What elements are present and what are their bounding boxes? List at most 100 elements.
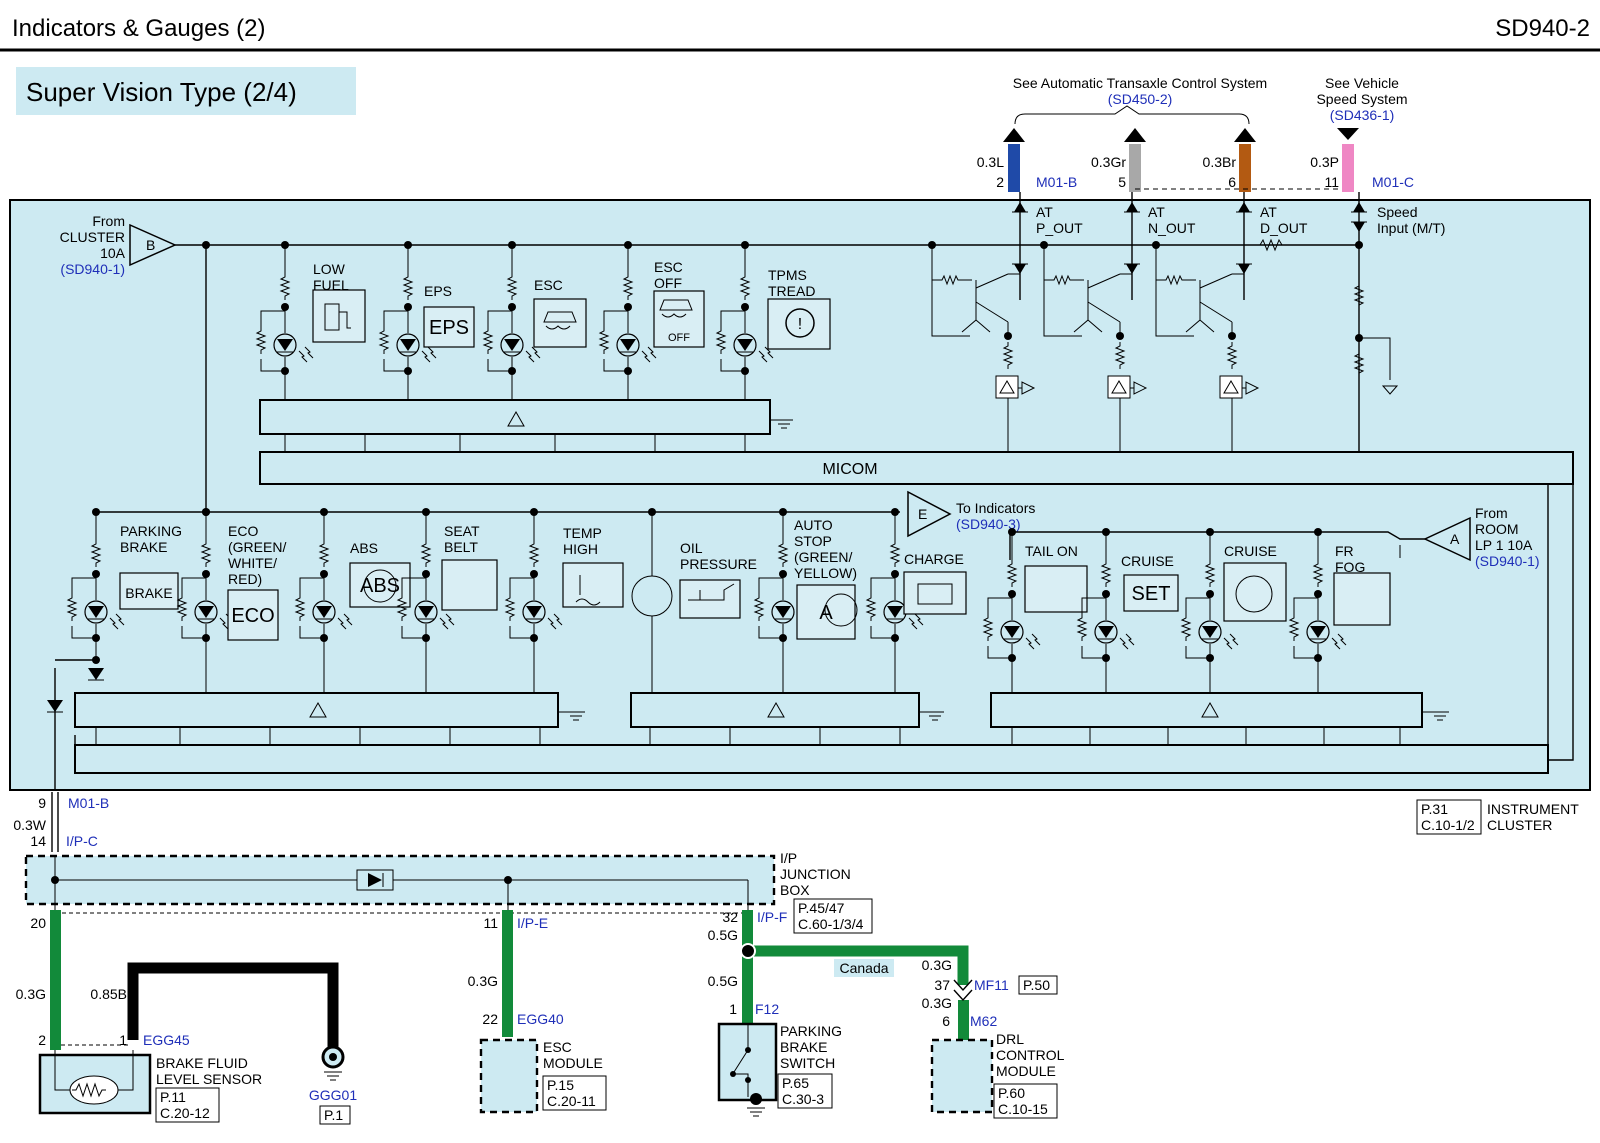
at-label-1-0: AT (1148, 204, 1165, 220)
lower-label-1-2: WHITE/ (228, 555, 277, 571)
esc-module-label-1: ESC (543, 1039, 572, 1055)
drl-label-2: CONTROL (996, 1047, 1065, 1063)
connector-b-letter: B (146, 237, 155, 253)
green-wire-parking (742, 910, 753, 1037)
upper-label-0-0: LOW (313, 261, 346, 277)
green-wire-esc (502, 910, 513, 1037)
lower-indicator-6 (754, 508, 812, 693)
seat-belt-icon (441, 559, 498, 611)
lower-label-0-1: BRAKE (120, 539, 167, 555)
upper-label-4-1: TREAD (768, 283, 815, 299)
parking-switch-ref-conn: C.30-3 (782, 1091, 824, 1107)
lower-indicator-1 (177, 508, 235, 693)
lower-label-6-2: (GREEN/ (794, 549, 852, 565)
lower-label-7-0: CHARGE (904, 551, 964, 567)
lower-label-3-1: BELT (444, 539, 478, 555)
esc-module (479, 1038, 539, 1114)
mf11-ref: P.50 (1023, 977, 1050, 993)
brake-fluid-label-1: BRAKE FLUID (156, 1055, 248, 1071)
auto-stop-icon-text: A (819, 602, 833, 624)
connector-b-triangle (129, 223, 177, 267)
conn-m01b-bottom: M01-B (68, 795, 109, 811)
from-b-line-2: CLUSTER (60, 229, 125, 245)
ggg01-label: GGG01 (309, 1087, 357, 1103)
oil-can-icon (679, 579, 741, 619)
eco-icon (227, 589, 279, 641)
cluster-name-2: CLUSTER (1487, 817, 1552, 833)
from-b-line-1: From (92, 213, 125, 229)
wire-03g-esc: 0.3G (468, 973, 498, 989)
pin-37: 37 (934, 977, 950, 993)
pin-5-top: 5 (1118, 174, 1126, 190)
eps-icon-text: EPS (429, 317, 469, 339)
lower-label-8-0: TAIL ON (1025, 543, 1078, 559)
upper-label-1-0: EPS (424, 283, 452, 299)
brake-fluid-ref-conn: C.20-12 (160, 1105, 210, 1121)
canada-label: Canada (839, 960, 888, 976)
pin-2-top: 2 (996, 174, 1004, 190)
eps-icon (423, 306, 475, 348)
conn-f12: F12 (755, 1001, 779, 1017)
conn-egg45: EGG45 (143, 1032, 190, 1048)
upper-label-0-1: FUEL (313, 277, 349, 293)
wire-05g-parking: 0.5G (708, 973, 738, 989)
from-a-line-3: LP 1 10A (1475, 537, 1533, 553)
at-output-1: ATN_OUT (1040, 192, 1196, 452)
drl-ref-page: P.60 (998, 1085, 1025, 1101)
lower-label-6-0: AUTO (794, 517, 833, 533)
from-b-ref: (SD940-1) (60, 261, 125, 277)
green-wire-drl (748, 945, 969, 985)
conn-ipc: I/P-C (66, 833, 98, 849)
speedometer-icon (1223, 562, 1287, 622)
speed-ref-label-1: See Vehicle (1325, 75, 1399, 91)
connector-a-triangle (1423, 516, 1471, 562)
at-output-0: ATP_OUT (928, 192, 1083, 452)
lower-indicator-8 (983, 528, 1041, 693)
drl-label-3: MODULE (996, 1063, 1056, 1079)
pin-20: 20 (30, 915, 46, 931)
upper-label-2-0: ESC (534, 277, 563, 293)
pin-32: 32 (722, 909, 738, 925)
tail-lamp-icon (1024, 565, 1088, 613)
abs-icon (349, 562, 411, 608)
lower-label-1-3: RED) (228, 571, 262, 587)
lower-bus-ticks (95, 727, 1401, 745)
lower-driver-bus-1 (74, 692, 559, 728)
upper-label-4-0: TPMS (768, 267, 807, 283)
cluster-ref-conn: C.10-1/2 (1421, 817, 1475, 833)
fog-lamp-icon (1333, 572, 1391, 626)
drl-label-1: DRL (996, 1031, 1024, 1047)
upper-bus-ticks (284, 434, 746, 452)
esc-module-ref-conn: C.20-11 (547, 1093, 596, 1109)
lower-label-9-0: CRUISE (1121, 553, 1174, 569)
auto-stop-icon (796, 584, 856, 640)
lower-label-4-0: TEMP (563, 525, 602, 541)
wire-03gr: 0.3Gr (1091, 154, 1126, 170)
at-ref-code: (SD450-2) (1108, 91, 1173, 107)
pin-11-bottom: 11 (483, 915, 498, 931)
from-a-ref: (SD940-1) (1475, 553, 1540, 569)
abs-icon-text: ABS (360, 575, 400, 597)
lower-label-4-1: HIGH (563, 541, 598, 557)
upper-indicator-4 (716, 241, 774, 400)
pin-6-bottom: 6 (942, 1013, 950, 1029)
page-title: Indicators & Gauges (2) (12, 15, 265, 42)
set-icon-text: SET (1132, 583, 1171, 605)
lower-indicator-9 (1077, 528, 1135, 693)
at-output-2: ATD_OUT (1152, 192, 1308, 452)
brake-fluid-ref-page: P.11 (160, 1089, 186, 1105)
lower-indicator-group: BRAKEPARKINGBRAKEECOECO(GREEN/WHITE/RED)… (67, 508, 1391, 693)
conn-egg40: EGG40 (517, 1011, 564, 1027)
lower-indicator-5 (631, 508, 673, 693)
upper-indicator-3 (599, 241, 657, 400)
pin-9: 9 (38, 795, 46, 811)
parking-brake-icon (119, 572, 179, 610)
junction-ref-conn: C.60-1/3/4 (798, 916, 864, 932)
parking-switch-label-3: SWITCH (780, 1055, 835, 1071)
micom-label: MICOM (822, 461, 877, 478)
micom-block (259, 451, 1574, 485)
at-label-2-0: AT (1260, 204, 1277, 220)
lower-label-10-0: CRUISE (1224, 543, 1277, 559)
